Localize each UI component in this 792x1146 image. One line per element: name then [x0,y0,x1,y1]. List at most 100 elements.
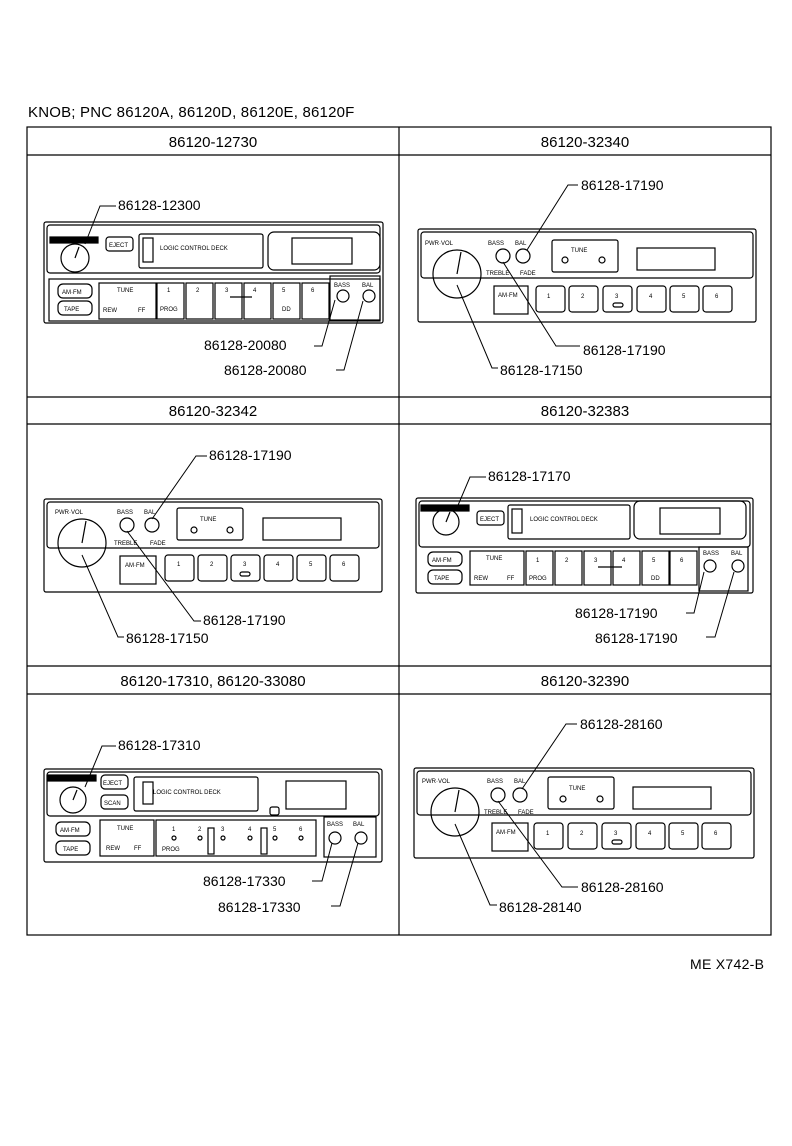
svg-text:BAL: BAL [144,510,156,516]
svg-text:4: 4 [248,827,252,833]
power-volume-knob [60,243,90,273]
svg-text:1: 1 [536,558,540,564]
part-callout: 86128-17190 [209,447,292,463]
svg-text:LOGIC CONTROL DECK: LOGIC CONTROL DECK [160,246,228,252]
document-code: ME X742-B [690,956,765,972]
svg-text:5: 5 [309,562,313,568]
bass-knob [328,831,342,845]
svg-text:1: 1 [167,288,171,294]
balance-knob [144,517,160,533]
part-callout: 86128-17170 [488,468,571,484]
part-callout: 86128-17150 [126,630,209,646]
radio-unit-6: PWR·VOL BASS BAL TREBLE FADE TUNE AM·FM … [413,767,755,859]
svg-text:2: 2 [198,827,202,833]
svg-text:6: 6 [311,288,315,294]
svg-text:2: 2 [210,562,214,568]
power-volume-knob [59,786,87,814]
part-callout: 86128-17310 [118,737,201,753]
svg-text:6: 6 [342,562,346,568]
svg-text:AM·FM: AM·FM [60,828,80,834]
part-callout: 86128-17190 [581,177,664,193]
radio-unit-2: PWR·VOL BASS BAL TREBLE FADE TUNE AM·FM … [417,228,757,323]
svg-text:1: 1 [547,294,551,300]
part-callout: 86128-17190 [583,342,666,358]
svg-text:PROG: PROG [162,847,180,853]
part-callout: 86128-17330 [218,899,301,915]
svg-text:BASS: BASS [327,822,343,828]
part-callout: 86128-12300 [118,197,201,213]
svg-text:BASS: BASS [334,283,350,289]
svg-text:TUNE: TUNE [200,517,216,523]
svg-text:FF: FF [507,576,515,582]
svg-text:BAL: BAL [362,283,374,289]
svg-text:5: 5 [652,558,656,564]
svg-text:TAPE: TAPE [64,307,79,313]
panel-header: 86120-12730 [169,134,257,151]
bass-knob [703,559,717,573]
bass-knob [495,248,511,264]
balance-knob [515,248,531,264]
svg-text:TUNE: TUNE [117,826,133,832]
panel-header: 86120-32390 [541,673,629,690]
power-volume-knob [432,249,482,299]
svg-text:TREBLE: TREBLE [114,541,137,547]
part-callout: 86128-17190 [595,630,678,646]
svg-text:AM·FM: AM·FM [62,290,82,296]
svg-text:AM·FM: AM·FM [498,293,518,299]
svg-text:2: 2 [565,558,569,564]
part-callout: 86128-17330 [203,873,286,889]
panel-header: 86120-17310, 86120-33080 [120,673,305,690]
svg-text:DD: DD [282,307,291,313]
radio-unit-5: EJECT SCAN LOGIC CONTROL DECK AM·FM TAPE… [43,768,383,863]
panel-header: 86120-32342 [169,403,257,420]
svg-text:3: 3 [614,831,618,837]
balance-knob [354,831,368,845]
svg-text:PWR·VOL: PWR·VOL [425,241,454,247]
svg-text:BAL: BAL [731,551,743,557]
svg-text:SCAN: SCAN [104,801,121,807]
svg-text:REW: REW [474,576,488,582]
svg-text:3: 3 [594,558,598,564]
svg-text:4: 4 [649,294,653,300]
svg-text:REW: REW [103,308,117,314]
svg-text:TUNE: TUNE [571,248,587,254]
svg-text:1: 1 [546,831,550,837]
svg-text:6: 6 [714,831,718,837]
svg-text:EJECT: EJECT [103,781,122,787]
svg-text:3: 3 [615,294,619,300]
svg-text:6: 6 [715,294,719,300]
svg-text:4: 4 [648,831,652,837]
radio-unit-1: EJECT LOGIC CONTROL DECK AM·FM TAPE TUNE… [43,221,384,324]
power-volume-knob [430,787,480,837]
panel-header: 86120-32340 [541,134,629,151]
svg-text:3: 3 [225,288,229,294]
panel-header: 86120-32383 [541,403,629,420]
svg-text:BAL: BAL [515,241,527,247]
svg-text:FADE: FADE [518,810,534,816]
part-callout: 86128-20080 [224,362,307,378]
svg-text:TUNE: TUNE [486,556,502,562]
part-callout: 86128-20080 [204,337,287,353]
page-title: KNOB; PNC 86120A, 86120D, 86120E, 86120F [28,104,355,121]
svg-text:6: 6 [299,827,303,833]
svg-text:BASS: BASS [703,551,719,557]
svg-text:REW: REW [106,846,120,852]
part-callout: 86128-28140 [499,899,582,915]
svg-text:DD: DD [651,576,660,582]
svg-text:FADE: FADE [520,271,536,277]
svg-text:2: 2 [581,294,585,300]
svg-text:EJECT: EJECT [480,517,499,523]
svg-text:TUNE: TUNE [117,288,133,294]
bass-knob [490,787,506,803]
svg-text:EJECT: EJECT [109,243,128,249]
power-volume-knob [57,518,107,568]
svg-text:FADE: FADE [150,541,166,547]
svg-text:5: 5 [681,831,685,837]
radio-unit-3: PWR·VOL BASS BAL TREBLE FADE TUNE AM·FM … [43,498,383,593]
svg-text:FF: FF [134,846,142,852]
svg-text:5: 5 [282,288,286,294]
svg-text:AM·FM: AM·FM [432,558,452,564]
part-callout: 86128-28160 [580,716,663,732]
bass-knob [336,289,350,303]
svg-text:BASS: BASS [487,779,503,785]
